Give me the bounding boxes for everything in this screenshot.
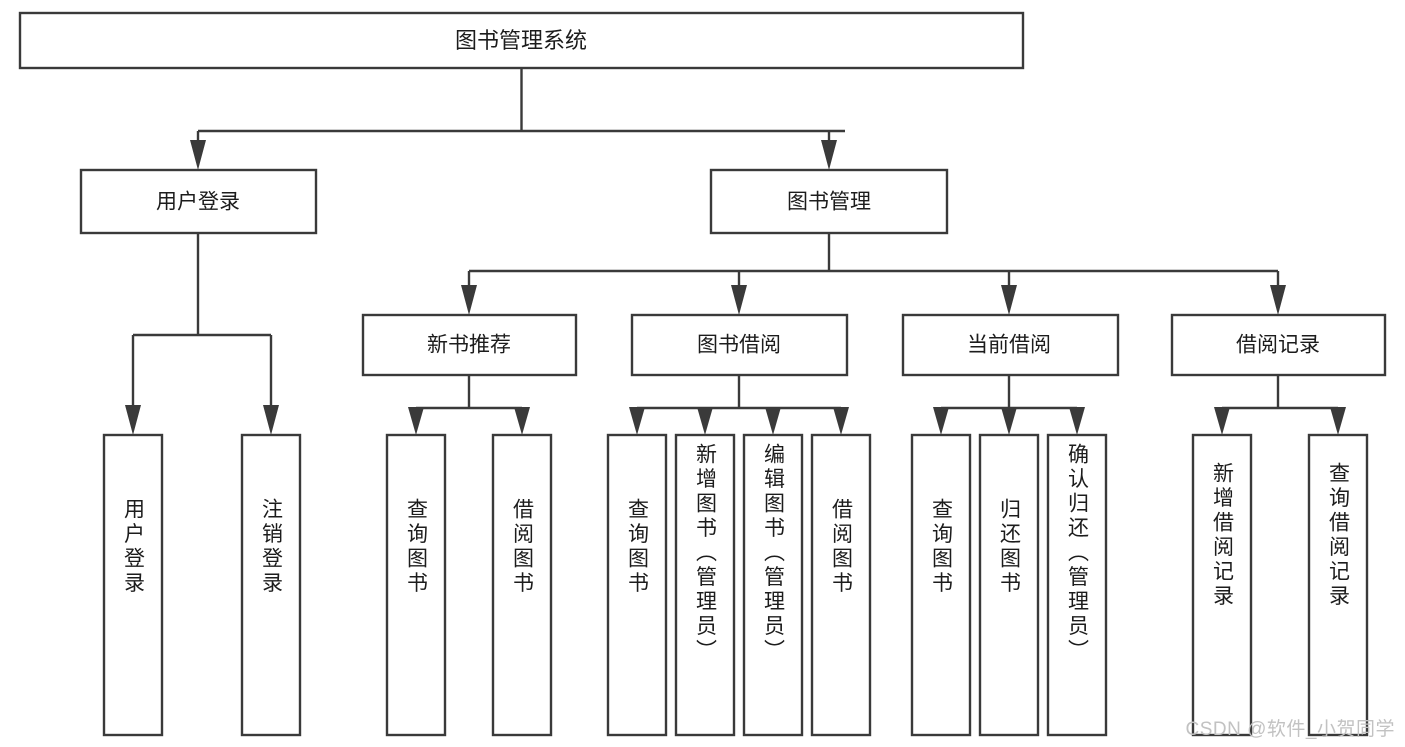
arrow-head-leaf-query-book-1 <box>408 407 424 435</box>
node-borrow-record[interactable]: 借阅记录 <box>1170 313 1387 377</box>
connector-group-book-manage <box>461 233 1286 315</box>
leaf-boxes-current-borrow <box>910 433 1108 737</box>
node-user-login-box[interactable] <box>79 168 318 235</box>
arrow-head-leaf-query-book-2 <box>629 407 645 435</box>
leaf-boxes-borrow-record <box>1191 433 1369 737</box>
connector-group-root <box>190 68 845 170</box>
arrow-head-leaf-borrow-book-1 <box>514 407 530 435</box>
connector-group-user-login <box>125 233 279 435</box>
connector-group-book-borrow <box>629 375 849 435</box>
connector-group-current-borrow <box>933 375 1085 435</box>
arrow-head-leaf-user-login <box>125 405 141 435</box>
node-root-box[interactable] <box>18 11 1025 70</box>
node-book-borrow-box[interactable] <box>630 313 849 377</box>
arrow-head-new-book-recommend <box>461 285 477 315</box>
leaf-box-borrow-book-2[interactable] <box>810 433 872 737</box>
node-new-book-recommend[interactable]: 新书推荐 <box>361 313 578 377</box>
node-root[interactable]: 图书管理系统 <box>18 11 1025 70</box>
leaf-box-user-login[interactable] <box>102 433 164 737</box>
arrow-head-borrow-record <box>1270 285 1286 315</box>
leaf-box-query-book-1[interactable] <box>385 433 447 737</box>
arrow-head-current-borrow <box>1001 285 1017 315</box>
leaf-boxes-user-login <box>102 433 302 737</box>
node-borrow-record-label: 借阅记录 <box>1236 334 1320 357</box>
node-current-borrow[interactable]: 当前借阅 <box>901 313 1120 377</box>
arrow-head-book-borrow <box>731 285 747 315</box>
node-new-book-recommend-label: 新书推荐 <box>427 334 511 357</box>
node-user-login-label: 用户登录 <box>156 191 240 214</box>
node-root-label: 图书管理系统 <box>455 28 587 53</box>
node-book-manage[interactable]: 图书管理 <box>709 168 949 235</box>
arrow-head-leaf-add-record <box>1214 407 1230 435</box>
arrow-head-book-manage <box>821 140 837 170</box>
node-book-manage-box[interactable] <box>709 168 949 235</box>
connector-group-borrow-record <box>1214 375 1346 435</box>
arrow-head-leaf-query-book-3 <box>933 407 949 435</box>
node-book-borrow[interactable]: 图书借阅 <box>630 313 849 377</box>
node-current-borrow-label: 当前借阅 <box>967 334 1051 357</box>
node-new-book-recommend-box[interactable] <box>361 313 578 377</box>
leaf-box-query-book-2[interactable] <box>606 433 668 737</box>
connector-group-new-book-recommend <box>408 375 530 435</box>
leaf-box-add-record[interactable] <box>1191 433 1253 737</box>
arrow-head-leaf-user-logout <box>263 405 279 435</box>
arrow-head-leaf-query-record <box>1330 407 1346 435</box>
leaf-box-user-logout[interactable] <box>240 433 302 737</box>
leaf-box-return-book[interactable] <box>978 433 1040 737</box>
leaf-box-borrow-book-1[interactable] <box>491 433 553 737</box>
arrow-head-leaf-add-book <box>697 407 713 435</box>
node-book-borrow-label: 图书借阅 <box>697 334 781 357</box>
arrow-head-leaf-confirm-return <box>1069 407 1085 435</box>
arrow-head-user-login <box>190 140 206 170</box>
arrow-head-leaf-edit-book <box>765 407 781 435</box>
leaf-box-edit-book[interactable] <box>742 433 804 737</box>
leaf-boxes-new-book-recommend <box>385 433 553 737</box>
leaf-box-query-book-3[interactable] <box>910 433 972 737</box>
node-borrow-record-box[interactable] <box>1170 313 1387 377</box>
node-book-manage-label: 图书管理 <box>787 191 871 214</box>
leaf-box-add-book[interactable] <box>674 433 736 737</box>
leaf-boxes-book-borrow <box>606 433 872 737</box>
leaf-box-confirm-return[interactable] <box>1046 433 1108 737</box>
arrow-head-leaf-return-book <box>1001 407 1017 435</box>
node-user-login[interactable]: 用户登录 <box>79 168 318 235</box>
arrow-head-leaf-borrow-book-2 <box>833 407 849 435</box>
leaf-box-query-record[interactable] <box>1307 433 1369 737</box>
node-current-borrow-box[interactable] <box>901 313 1120 377</box>
